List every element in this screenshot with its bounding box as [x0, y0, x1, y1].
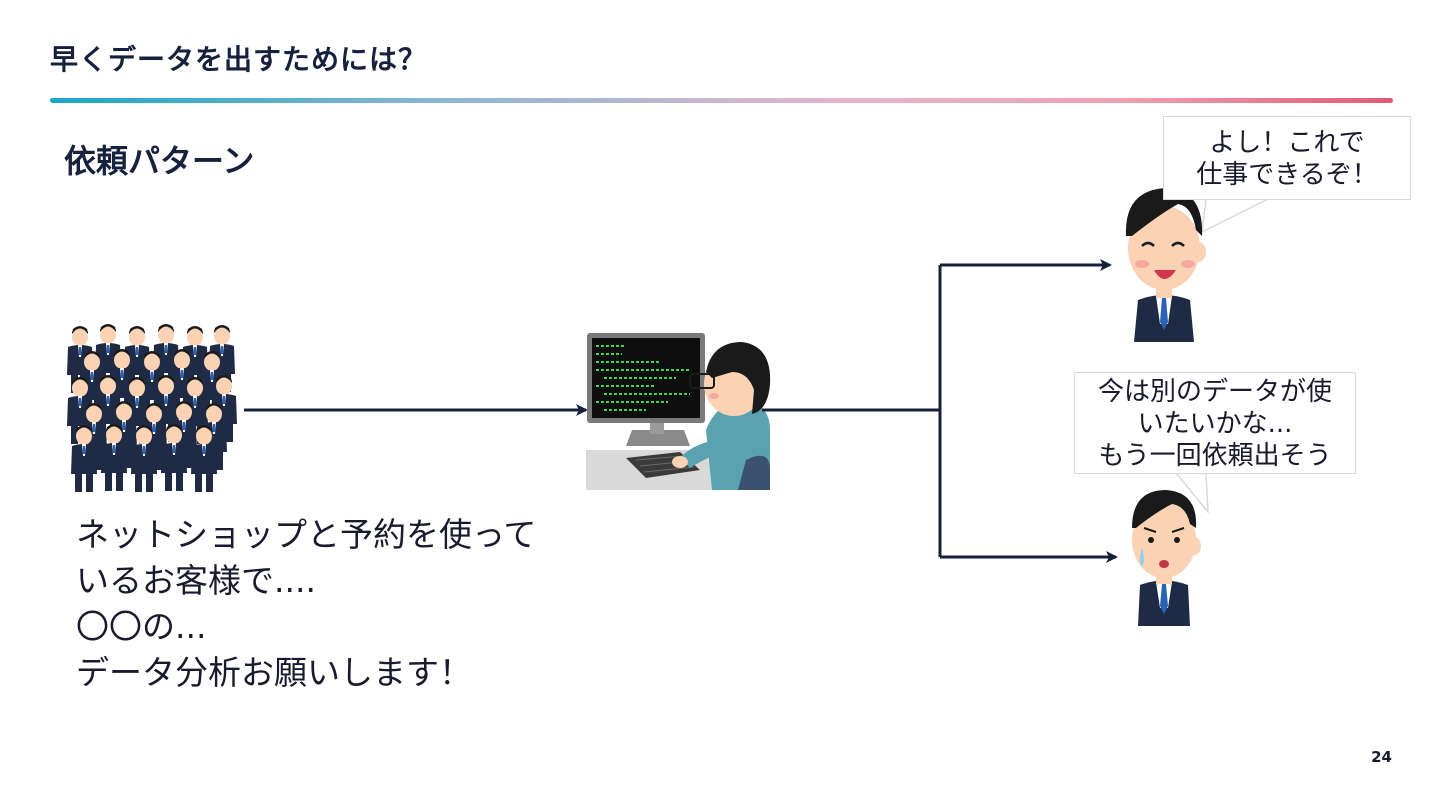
- slide-title: 早くデータを出すためには？: [50, 43, 428, 76]
- bubble-line: いたいかな...: [1137, 409, 1293, 439]
- bubble-line: 仕事できるぞ！: [1196, 160, 1378, 190]
- request-text-line: 〇〇の...: [76, 607, 207, 646]
- title-gradient-rule: [50, 98, 1393, 103]
- bubble-line: 今は別のデータが使: [1097, 377, 1332, 407]
- programmer-at-computer-icon: [586, 333, 771, 490]
- bubble-line: もう一回依頼出そう: [1098, 441, 1332, 471]
- request-text-line: データ分析お願いします！: [76, 653, 472, 692]
- page-number: 24: [1371, 748, 1392, 766]
- bubble-tail-happy: [1201, 198, 1269, 234]
- business-crowd-icon: [67, 324, 237, 492]
- section-heading: 依頼パターン: [64, 142, 255, 180]
- speech-bubble-happy: よし！これで 仕事できるぞ！: [1163, 116, 1411, 200]
- smiling-businessman-icon: [1125, 188, 1206, 342]
- bubble-line: よし！これで: [1209, 128, 1365, 158]
- speech-bubble-sad: 今は別のデータが使 いたいかな... もう一回依頼出そう: [1074, 372, 1356, 474]
- crying-businessman-icon: [1132, 490, 1201, 626]
- request-text-line: ネットショップと予約を使って: [76, 515, 537, 554]
- request-text-block: ネットショップと予約を使って いるお客様で.... 〇〇の... データ分析お願…: [76, 512, 616, 696]
- request-text-line: いるお客様で....: [76, 561, 316, 600]
